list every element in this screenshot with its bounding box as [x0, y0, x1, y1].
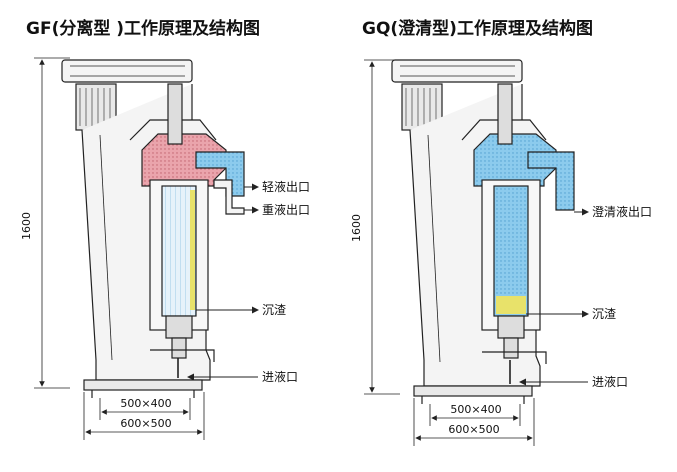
gq-base-dimensions: 500×400 600×500 — [413, 398, 535, 446]
gq-base — [413, 385, 533, 397]
gq-callouts: 澄清液出口 沉渣 进液口 — [519, 204, 652, 389]
gq-machine — [391, 59, 575, 404]
gq-base-outer-dim: 600×500 — [448, 423, 499, 436]
title-gf: GF(分离型 )工作原理及结构图 — [26, 19, 261, 39]
gf-base-inner-dim: 500×400 — [120, 397, 171, 410]
gq-clear-liquid-outlet-pipe — [527, 151, 575, 211]
title-gq: GQ(澄清型)工作原理及结构图 — [362, 19, 593, 39]
gq-sediment-label: 沉渣 — [592, 307, 616, 321]
gq-base-inner-dim: 500×400 — [450, 403, 501, 416]
gf-light-outlet-label: 轻液出口 — [262, 179, 310, 194]
gq-belt-frame — [391, 59, 523, 83]
gq-height-dimension: 1600 — [350, 59, 400, 395]
gf-callouts: 轻液出口 重液出口 沉渣 进液口 — [187, 179, 310, 384]
gf-sediment-label: 沉渣 — [262, 303, 286, 317]
gf-inlet-label: 进液口 — [262, 369, 298, 384]
gf-base — [83, 379, 203, 391]
gf-base-dimensions: 500×400 600×500 — [83, 392, 205, 440]
gq-sediment-layer — [496, 296, 526, 314]
gf-height-dimension: 1600 — [20, 57, 70, 389]
gf-belt-frame — [61, 59, 193, 83]
gq-bowl — [493, 185, 529, 317]
gf-height-value: 1600 — [20, 212, 33, 240]
gf-base-outer-dim: 600×500 — [120, 417, 171, 430]
gf-sediment-layer — [190, 190, 195, 310]
gq-height-value: 1600 — [350, 214, 363, 242]
gq-clear-outlet-label: 澄清液出口 — [592, 204, 652, 219]
gf-machine — [61, 59, 245, 398]
gq-inlet-label: 进液口 — [592, 374, 628, 389]
gf-heavy-outlet-label: 重液出口 — [262, 202, 310, 217]
